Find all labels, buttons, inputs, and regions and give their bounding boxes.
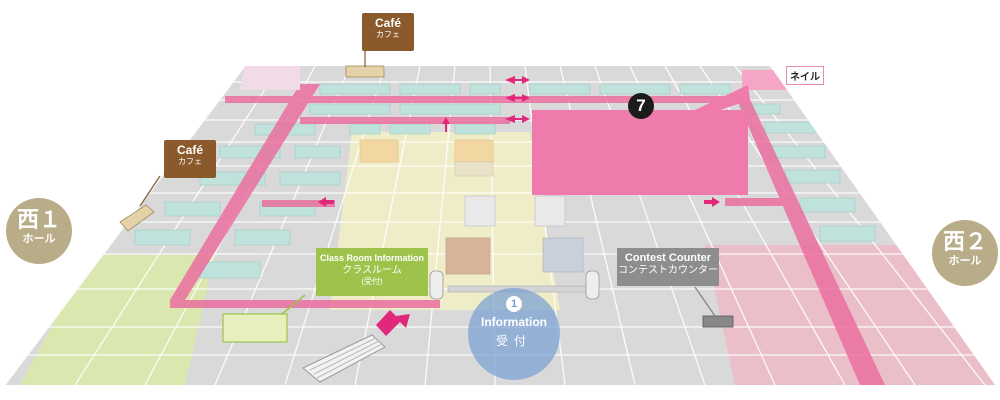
contest-counter-sub: コンテストカウンター [618,265,718,276]
west2-hall-sub: ホール [948,255,982,267]
information-sub: 受付 [495,334,532,348]
class-room-note: (受付) [361,277,383,286]
class-room-sub: クラスルーム [342,265,402,276]
cafe-sub: カフェ [178,157,202,166]
class-room-title: Class Room Information [319,253,424,263]
west2-hall-badge: 西２ ホール [932,220,998,286]
cafe-box-top [345,65,385,78]
contest-counter-title: Contest Counter [624,252,712,264]
class-room-leader [281,294,306,315]
cafe-box-left [119,204,155,232]
west1-hall-sub: ホール [22,233,56,245]
center-stalls [359,139,584,275]
nail-tag-label: ネイル [790,72,820,83]
contest-counter-label[interactable]: Contest Counter コンテストカウンター [617,248,719,286]
aisles [170,84,885,385]
contest-counter-desk [702,315,734,328]
west2-hall-label: 西２ [942,229,987,254]
west1-hall-label: 西１ [16,207,61,232]
aisle-arrows [318,76,720,336]
cafe-left-leader [139,175,161,207]
west1-hall-badge: 西１ ホール [6,198,72,264]
area-7-connector [695,85,750,110]
information-number: 1 [506,296,522,312]
contest-leader [694,286,716,317]
nail-tag[interactable]: ネイル [786,66,824,85]
class-room-counter [222,313,288,343]
cafe-title: Café [176,143,203,157]
top-left-building [240,66,300,90]
class-room-label[interactable]: Class Room Information クラスルーム (受付) [316,248,428,296]
information-title: Information [481,315,547,329]
area-7-badge[interactable]: 7 [628,93,654,119]
cafe-label-left[interactable]: Café カフェ [164,140,216,178]
cafe-sub: カフェ [376,30,400,39]
cafe-title: Café [374,16,401,30]
area-7-block [532,110,748,195]
information-circle[interactable]: 1 Information 受付 [468,288,560,380]
cafe-label-top[interactable]: Café カフェ [362,13,414,51]
escalator [302,334,386,383]
area-7-number: 7 [636,96,646,115]
